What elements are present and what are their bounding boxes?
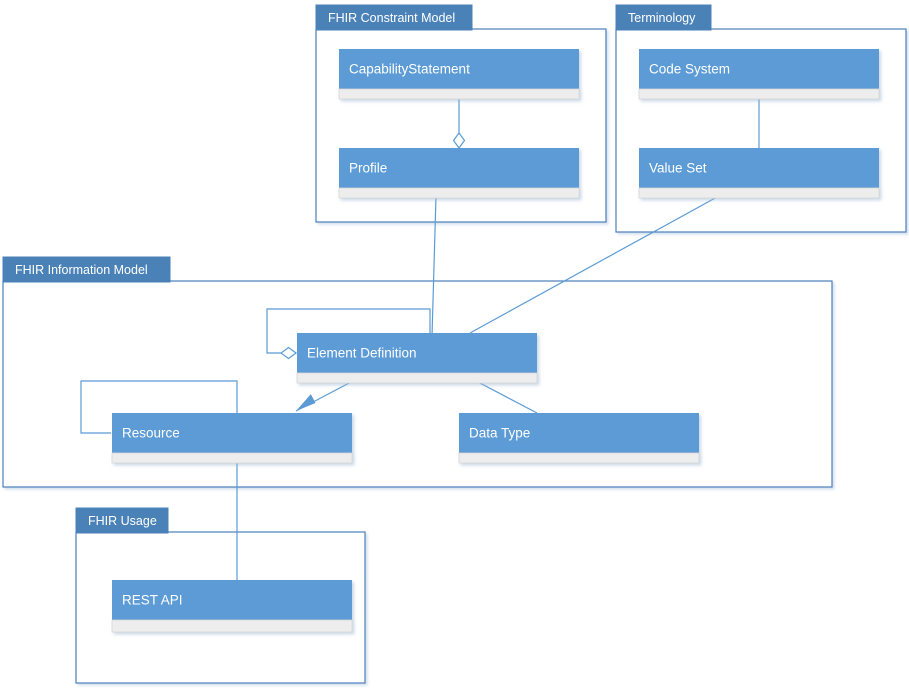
class-box-rest-api[interactable]: REST API: [111, 580, 353, 633]
connector-line: [431, 195, 437, 337]
class-header: [459, 413, 699, 453]
class-box-code-system[interactable]: Code System: [638, 49, 880, 100]
connector-element-definition-to-resource[interactable]: [295, 380, 354, 412]
connector-line: [266, 308, 431, 354]
connectors-layer: [80, 99, 760, 580]
class-label: CapabilityStatement: [349, 62, 470, 77]
connector-resource-self-loop[interactable]: [80, 380, 238, 434]
class-compartment: [638, 187, 880, 199]
class-compartment: [111, 619, 353, 633]
composition-arrow-icon: [296, 394, 316, 411]
connector-value-set-to-element-definition[interactable]: [469, 196, 718, 334]
class-compartment: [111, 452, 353, 464]
class-compartment: [296, 372, 538, 384]
class-box-value-set[interactable]: Value Set: [638, 148, 880, 199]
class-header: [297, 333, 537, 373]
class-label: Profile: [349, 161, 387, 176]
class-label: Data Type: [469, 426, 530, 441]
connector-element-definition-self-loop[interactable]: [266, 308, 431, 360]
package-tab: [315, 4, 473, 31]
class-box-capability-statement[interactable]: CapabilityStatement: [338, 49, 580, 100]
class-label: Resource: [122, 426, 180, 441]
package-label: FHIR Usage: [88, 514, 157, 528]
class-header: [639, 148, 879, 188]
connector-element-definition-to-data-type[interactable]: [475, 380, 538, 414]
class-compartment: [338, 187, 580, 199]
class-compartment: [458, 452, 700, 464]
connector-line: [469, 196, 718, 334]
connector-line: [475, 380, 538, 414]
class-header: [112, 580, 352, 620]
class-label: Value Set: [649, 161, 707, 176]
class-box-element-definition[interactable]: Element Definition: [296, 333, 538, 384]
class-header: [639, 49, 879, 89]
class-compartment: [338, 88, 580, 100]
class-header: [339, 148, 579, 188]
class-box-data-type[interactable]: Data Type: [458, 413, 700, 464]
package-label: FHIR Constraint Model: [328, 11, 455, 25]
package-tab: [2, 256, 171, 283]
connector-profile-to-element-definition[interactable]: [431, 195, 437, 337]
package-label: FHIR Information Model: [15, 263, 148, 277]
connector-capability-aggregates-profile[interactable]: [452, 99, 466, 150]
class-label: REST API: [122, 593, 183, 608]
class-label: Code System: [649, 62, 730, 77]
class-label: Element Definition: [307, 346, 417, 361]
aggregation-diamond-icon: [279, 346, 298, 360]
class-box-profile[interactable]: Profile: [338, 148, 580, 199]
class-compartment: [638, 88, 880, 100]
class-box-resource[interactable]: Resource: [111, 413, 353, 464]
connector-line: [80, 380, 238, 434]
class-header: [339, 49, 579, 89]
class-header: [112, 413, 352, 453]
package-tab: [75, 507, 169, 534]
aggregation-diamond-icon: [452, 131, 466, 150]
package-tab: [615, 4, 712, 31]
package-label: Terminology: [628, 11, 696, 25]
